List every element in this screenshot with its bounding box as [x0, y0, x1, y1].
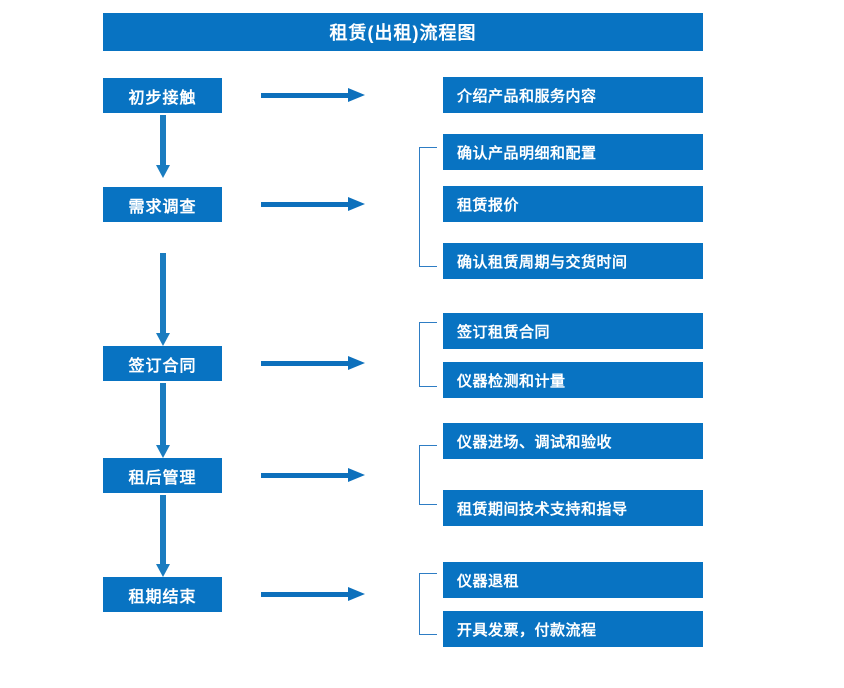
detail-box-requirement-survey-2[interactable]: 确认租赁周期与交货时间	[443, 243, 703, 279]
detail-box-lease-end-0[interactable]: 仪器退租	[443, 562, 703, 598]
arrow-head	[348, 197, 365, 211]
flow-arrow-right-sign-contract	[261, 356, 365, 370]
arrow-head	[156, 333, 170, 346]
arrow-shaft	[160, 495, 166, 564]
page-title: 租赁(出租)流程图	[103, 13, 703, 51]
group-bracket-sign-contract	[419, 322, 437, 387]
arrow-shaft	[261, 592, 349, 597]
group-bracket-requirement-survey	[419, 147, 437, 267]
group-bracket-post-rental-management	[419, 445, 437, 505]
arrow-head	[156, 564, 170, 577]
arrow-head	[348, 468, 365, 482]
arrow-head	[348, 356, 365, 370]
flow-arrow-right-lease-end	[261, 587, 365, 601]
arrow-head	[348, 88, 365, 102]
flow-arrow-down-1	[156, 115, 170, 178]
stage-box-requirement-survey[interactable]: 需求调查	[103, 187, 222, 222]
stage-box-post-rental-management[interactable]: 租后管理	[103, 458, 222, 493]
arrow-shaft	[261, 202, 349, 207]
detail-box-sign-contract-1[interactable]: 仪器检测和计量	[443, 362, 703, 398]
arrow-head	[156, 445, 170, 458]
flow-arrow-down-2	[156, 253, 170, 346]
group-bracket-lease-end	[419, 573, 437, 635]
stage-box-initial-contact[interactable]: 初步接触	[103, 78, 222, 113]
flow-arrow-right-requirement-survey	[261, 197, 365, 211]
arrow-head	[348, 587, 365, 601]
arrow-shaft	[160, 253, 166, 333]
arrow-shaft	[261, 361, 349, 366]
detail-box-post-rental-management-1[interactable]: 租赁期间技术支持和指导	[443, 490, 703, 526]
flow-arrow-right-post-rental-management	[261, 468, 365, 482]
stage-box-sign-contract[interactable]: 签订合同	[103, 346, 222, 381]
detail-box-requirement-survey-0[interactable]: 确认产品明细和配置	[443, 134, 703, 170]
stage-box-lease-end[interactable]: 租期结束	[103, 577, 222, 612]
detail-box-post-rental-management-0[interactable]: 仪器进场、调试和验收	[443, 423, 703, 459]
arrow-shaft	[160, 115, 166, 165]
flow-arrow-right-initial-contact	[261, 88, 365, 102]
detail-box-initial-contact-0[interactable]: 介绍产品和服务内容	[443, 77, 703, 113]
arrow-head	[156, 165, 170, 178]
detail-box-requirement-survey-1[interactable]: 租赁报价	[443, 186, 703, 222]
flow-arrow-down-3	[156, 383, 170, 458]
arrow-shaft	[160, 383, 166, 445]
detail-box-lease-end-1[interactable]: 开具发票，付款流程	[443, 611, 703, 647]
detail-box-sign-contract-0[interactable]: 签订租赁合同	[443, 313, 703, 349]
arrow-shaft	[261, 473, 349, 478]
arrow-shaft	[261, 93, 349, 98]
flow-arrow-down-4	[156, 495, 170, 577]
